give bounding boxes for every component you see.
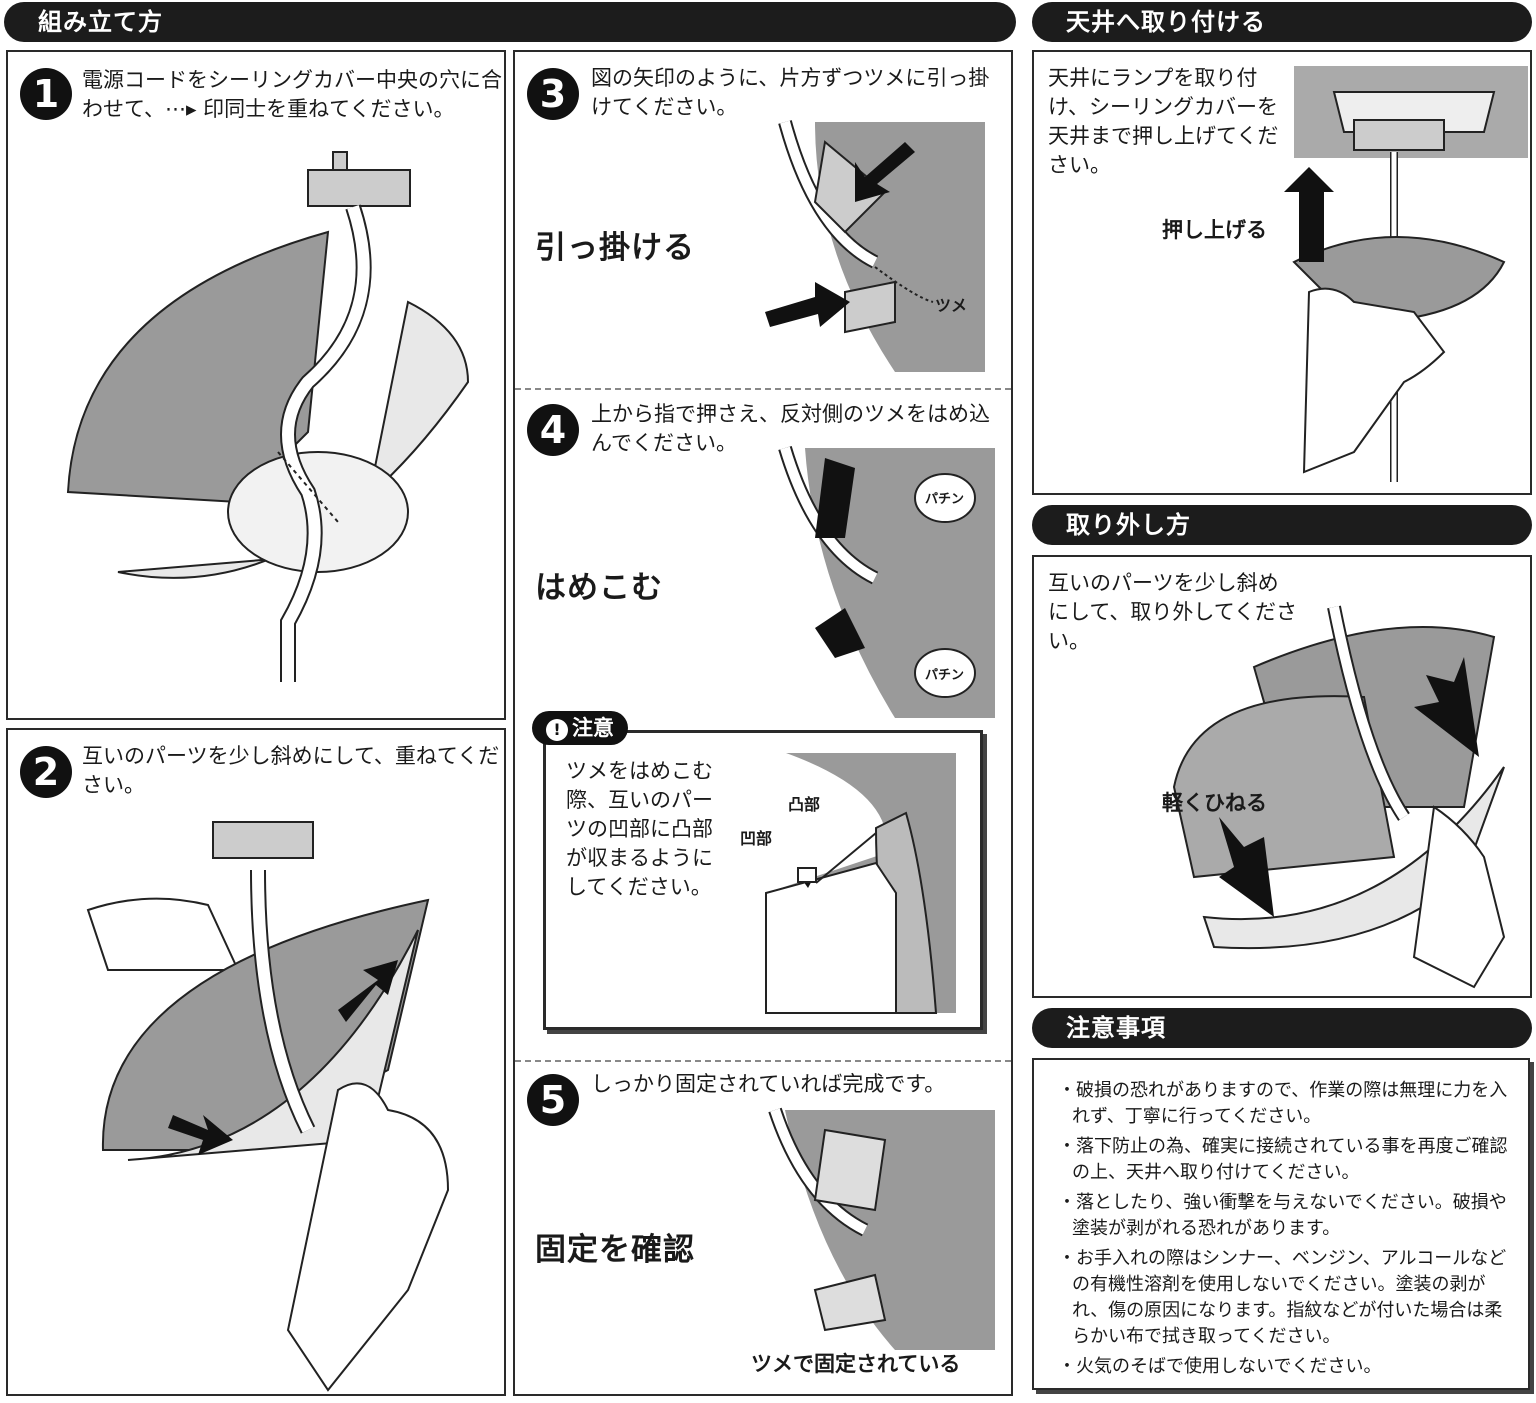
step5-illustration xyxy=(725,1107,995,1350)
ceiling-push-label: 押し上げる xyxy=(1162,218,1267,242)
ceiling-panel: 天井にランプを取り付け、シーリングカバーを天井まで押し上げてください。 押し上げ… xyxy=(1032,50,1532,495)
removal-twist-label: 軽くひねる xyxy=(1162,791,1267,815)
step3-number: 3 xyxy=(527,68,579,120)
step4-snap1: パチン xyxy=(925,492,965,507)
step2-number: 2 xyxy=(20,746,72,798)
assembly-header: 組み立て方 xyxy=(4,2,1016,42)
removal-panel: 互いのパーツを少し斜めにして、取り外してください。 軽くひねる xyxy=(1032,555,1532,998)
note-item: ・お手入れの際はシンナー、ベンジン、アルコールなどの有機性溶剤を使用しないでくだ… xyxy=(1058,1248,1507,1347)
note-item: ・火気のそばで使用しないでください。 xyxy=(1058,1356,1382,1377)
caution-illustration xyxy=(726,753,956,1014)
step5-text: しっかり固定されていれば完成です。 xyxy=(591,1072,946,1096)
step2-panel: 2 互いのパーツを少し斜めにして、重ねてください。 xyxy=(6,728,506,1396)
ceiling-illustration xyxy=(1284,66,1528,482)
step3-illustration xyxy=(727,120,985,372)
step5-fixed-label: ツメで固定されている xyxy=(751,1352,961,1376)
step4-text: 上から指で押さえ、反対側のツメをはめ込んでください。 xyxy=(591,402,990,455)
divider-3-4 xyxy=(515,388,1011,390)
steps-panel: 3 図の矢印のように、片方ずつツメに引っ掛けてください。 引っ掛ける ツメ 4 … xyxy=(513,50,1013,1396)
notes-panel: ・破損の恐れがありますので、作業の際は無理に力を入れず、丁寧に行ってください。 … xyxy=(1032,1058,1530,1390)
caution-convex-label: 凸部 xyxy=(788,795,821,814)
notes-list: ・破損の恐れがありますので、作業の際は無理に力を入れず、丁寧に行ってください。 … xyxy=(1054,1078,1514,1384)
step4-snap2: パチン xyxy=(925,668,965,683)
step2-text: 互いのパーツを少し斜めにして、重ねてください。 xyxy=(82,744,500,797)
step1-number: 1 xyxy=(20,68,72,120)
removal-text: 互いのパーツを少し斜めにして、取り外してください。 xyxy=(1048,571,1298,653)
exclamation-icon: ! xyxy=(546,719,568,741)
caution-box: !注意 ツメをはめこむ際、互いのパーツの凹部に凸部が収まるようにしてください。 … xyxy=(532,711,983,1030)
divider-4-5 xyxy=(515,1060,1011,1062)
step1-panel: 1 電源コードをシーリングカバー中央の穴に合わせて、⋯▸ 印同士を重ねてください… xyxy=(6,50,506,720)
caution-concave-label: 凹部 xyxy=(740,829,773,848)
caution-items-header: 注意事項 xyxy=(1032,1008,1532,1048)
caution-title: 注意 xyxy=(572,716,614,740)
step4-label: はめこむ xyxy=(535,570,663,606)
ceiling-header: 天井へ取り付ける xyxy=(1032,2,1532,42)
removal-header: 取り外し方 xyxy=(1032,505,1532,545)
note-item: ・落としたり、強い衝撃を与えないでください。破損や塗装が剥がれる恐れがあります。 xyxy=(1058,1192,1507,1239)
step4-number: 4 xyxy=(527,404,579,456)
step1-illustration xyxy=(66,151,470,682)
note-item: ・落下防止の為、確実に接続されている事を再度ご確認の上、天井へ取り付けてください… xyxy=(1058,1136,1508,1183)
step3-text: 図の矢印のように、片方ずつツメに引っ掛けてください。 xyxy=(591,66,990,119)
ceiling-text: 天井にランプを取り付け、シーリングカバーを天井まで押し上げてください。 xyxy=(1048,66,1279,177)
step5-label: 固定を確認 xyxy=(535,1232,695,1268)
step1-text: 電源コードをシーリングカバー中央の穴に合わせて、⋯▸ 印同士を重ねてください。 xyxy=(82,68,502,121)
caution-title-badge: !注意 xyxy=(532,711,628,745)
removal-illustration xyxy=(1172,605,1506,989)
step5-number: 5 xyxy=(527,1074,579,1126)
caution-text: ツメをはめこむ際、互いのパーツの凹部に凸部が収まるようにしてください。 xyxy=(566,759,713,899)
note-item: ・破損の恐れがありますので、作業の際は無理に力を入れず、丁寧に行ってください。 xyxy=(1058,1080,1508,1127)
step2-illustration xyxy=(86,821,450,1392)
step3-label: 引っ掛ける xyxy=(535,230,695,266)
step3-tsume: ツメ xyxy=(935,296,968,315)
step4-illustration xyxy=(725,445,995,718)
